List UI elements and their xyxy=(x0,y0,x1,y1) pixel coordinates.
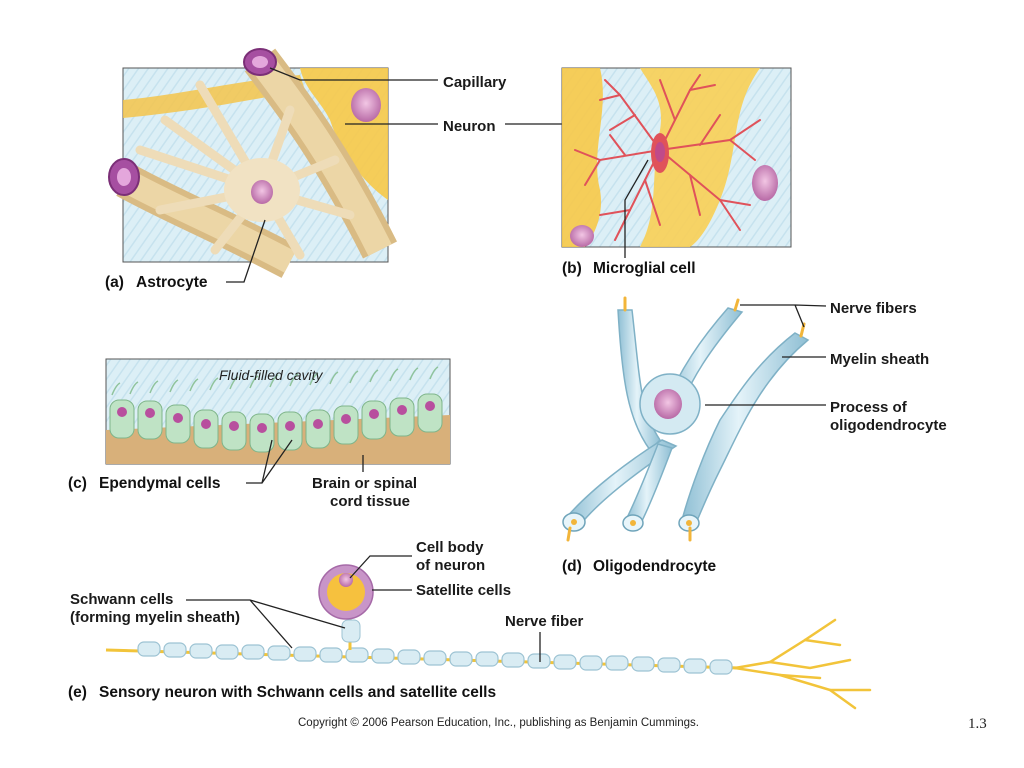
schwann-label-2: (forming myelin sheath) xyxy=(70,609,240,626)
brain-tissue-label-1: Brain or spinal xyxy=(312,475,417,492)
cilia xyxy=(111,366,439,396)
caption-astrocyte: Astrocyte xyxy=(136,274,208,291)
neuron-label: Neuron xyxy=(443,118,496,135)
ependymal-leader xyxy=(246,439,293,484)
sensory-neuron-panel xyxy=(105,564,872,710)
satellite-label: Satellite cells xyxy=(416,582,511,599)
astrocyte-panel xyxy=(108,48,397,278)
nerve-endings xyxy=(733,618,872,710)
myelin-sheath-label: Myelin sheath xyxy=(830,351,929,368)
brain-tissue-label-2: cord tissue xyxy=(330,493,410,510)
capillary-leader xyxy=(269,67,438,81)
ependymal-cells xyxy=(109,393,443,453)
ependymal-panel xyxy=(105,358,451,465)
microglial-leader xyxy=(624,159,649,258)
cell-body-label-1: Cell body xyxy=(416,539,484,556)
process-label-1: Process of xyxy=(830,399,908,416)
microglial-panel xyxy=(561,67,792,248)
oligodendrocyte-panel xyxy=(562,296,810,542)
caption-b-letter: (b) xyxy=(562,260,582,277)
astrocyte-leader xyxy=(226,219,266,283)
capillary-label: Capillary xyxy=(443,74,507,91)
slide-number: 1.3 xyxy=(968,716,987,732)
schwann-leader xyxy=(186,599,346,649)
caption-sensory: Sensory neuron with Schwann cells and sa… xyxy=(99,684,496,701)
caption-c-letter: (c) xyxy=(68,475,87,492)
caption-d-letter: (d) xyxy=(562,558,582,575)
nerve-fibers-leader xyxy=(740,304,827,328)
fluid-cavity-label: Fluid-filled cavity xyxy=(219,367,323,383)
caption-a-letter: (a) xyxy=(105,274,124,291)
nerve-fiber-label: Nerve fiber xyxy=(505,613,584,630)
copyright-notice: Copyright © 2006 Pearson Education, Inc.… xyxy=(298,717,699,729)
schwann-label-1: Schwann cells xyxy=(70,591,173,608)
caption-oligodendrocyte: Oligodendrocyte xyxy=(593,558,717,575)
cell-body-leader xyxy=(349,555,412,579)
caption-e-letter: (e) xyxy=(68,684,87,701)
caption-ependymal: Ependymal cells xyxy=(99,475,220,492)
process-label-2: oligodendrocyte xyxy=(830,417,947,434)
caption-microglial: Microglial cell xyxy=(593,260,696,277)
nerve-fibers-label: Nerve fibers xyxy=(830,300,917,317)
schwann-cells xyxy=(137,641,733,675)
cell-body-label-2: of neuron xyxy=(416,557,485,574)
